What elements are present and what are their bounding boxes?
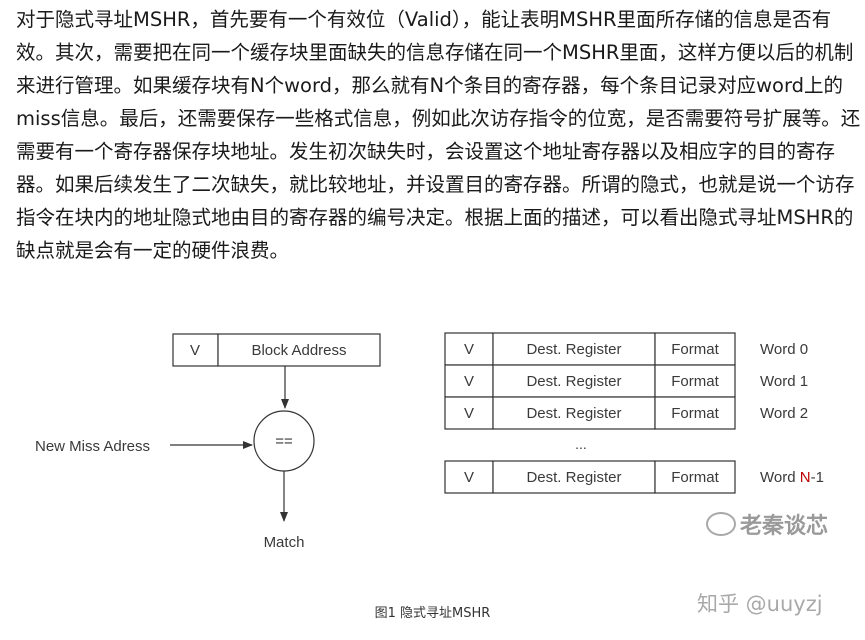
paragraph-line: 来进行管理。如果缓存块有N个word，那么就有N个条目的寄存器，每个条目记录对应… xyxy=(16,74,844,97)
paragraph-line: 需要有一个寄存器保存块地址。发生初次缺失时，会设置这个地址寄存器以及相应字的目的… xyxy=(16,140,836,163)
entry-valid-label: V xyxy=(464,405,474,422)
word-entry-last: V Dest. Register Format Word N-1 xyxy=(444,460,824,494)
entries-ellipsis: ... xyxy=(575,436,587,452)
word-label: Word N-1 xyxy=(760,469,824,486)
wechat-watermark: 老秦谈芯 xyxy=(706,508,828,540)
entry-valid-label: V xyxy=(464,469,474,486)
wechat-watermark-text: 老秦谈芯 xyxy=(740,514,829,539)
entry-format-label: Format xyxy=(671,469,719,486)
entry-format-label: Format xyxy=(671,341,719,358)
block-valid-label: V xyxy=(190,342,200,359)
block-address-label: Block Address xyxy=(251,342,346,359)
entry-format-label: Format xyxy=(671,373,719,390)
paragraph-line: 效。其次，需要把在同一个缓存块里面缺失的信息存储在同一个MSHR里面，这样方便以… xyxy=(16,41,854,64)
match-label: Match xyxy=(264,534,305,551)
entry-dest-label: Dest. Register xyxy=(526,341,621,358)
figure-caption: 图1 隐式寻址MSHR xyxy=(374,606,491,621)
entry-valid-label: V xyxy=(464,341,474,358)
block-address-cell xyxy=(217,333,381,367)
paragraph-line: miss信息。最后，还需要保存一些格式信息，例如此次访存指令的位宽，是否需要符号… xyxy=(16,107,861,130)
block-valid-cell xyxy=(172,333,219,367)
word-label: Word 1 xyxy=(760,373,808,390)
word-label: Word 0 xyxy=(760,341,808,358)
word-entry-2: V Dest. Register Format Word 2 xyxy=(444,396,808,430)
paragraph-line: 器。如果后续发生了二次缺失，就比较地址，并设置目的寄存器。所谓的隐式，也就是说一… xyxy=(16,173,855,196)
wechat-icon xyxy=(706,512,736,536)
word-entry-1: V Dest. Register Format Word 1 xyxy=(444,364,808,398)
paragraph-line: 对于隐式寻址MSHR，首先要有一个有效位（Valid），能让表明MSHR里面所存… xyxy=(16,8,832,31)
paragraph-line: 指令在块内的地址隐式地由目的寄存器的编号决定。根据上面的描述，可以看出隐式寻址M… xyxy=(16,206,854,229)
word-entry-0: V Dest. Register Format Word 0 xyxy=(444,332,808,366)
comparator-label: == xyxy=(275,433,293,450)
entry-format-label: Format xyxy=(671,405,719,422)
entry-dest-label: Dest. Register xyxy=(526,373,621,390)
zhihu-watermark: 知乎 @uuyzj xyxy=(697,592,823,616)
entry-dest-label: Dest. Register xyxy=(526,469,621,486)
new-miss-address-label: New Miss Adress xyxy=(35,438,150,455)
paragraph-line: 缺点就是会有一定的硬件浪费。 xyxy=(16,239,290,262)
word-label: Word 2 xyxy=(760,405,808,422)
block-address-register: V Block Address xyxy=(172,333,381,367)
entry-valid-label: V xyxy=(464,373,474,390)
entry-dest-label: Dest. Register xyxy=(526,405,621,422)
